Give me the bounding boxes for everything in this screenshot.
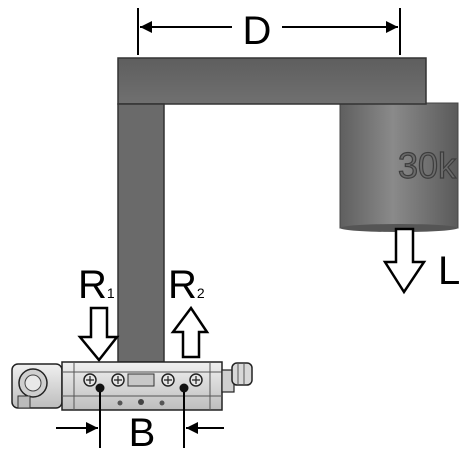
- dimension-d-arrowhead-left: [140, 21, 152, 33]
- dimension-b-arrowhead-right: [186, 422, 198, 434]
- weight: 30k: [339, 102, 459, 232]
- reaction-r2-label: R2: [168, 263, 205, 307]
- load-label: L: [438, 249, 460, 293]
- bearing-point-1: [95, 383, 105, 393]
- dimension-b: B: [56, 392, 224, 455]
- down-arrow-icon: [77, 306, 120, 362]
- screw-slot: [86, 376, 94, 384]
- up-arrow-icon: [170, 305, 210, 359]
- dimension-b-arrowhead-left: [86, 422, 98, 434]
- reaction-r1: R1: [77, 263, 120, 362]
- lower-hole: [117, 400, 123, 406]
- center-hole: [138, 399, 144, 405]
- dimension-d-label: D: [243, 9, 272, 53]
- reaction-r1-label: R1: [78, 263, 115, 307]
- reaction-r1-subscript: 1: [107, 285, 115, 301]
- bearing-point-2: [179, 383, 189, 393]
- arm-vertical: [117, 103, 165, 363]
- screw-slot: [114, 376, 122, 384]
- l-arm: [117, 57, 427, 363]
- reaction-r2: R2: [168, 263, 210, 359]
- weight-body: [339, 102, 459, 229]
- screw-slot: [164, 376, 172, 384]
- lower-hole: [159, 400, 165, 406]
- load-arrow: L: [382, 227, 460, 295]
- screw-slot: [192, 376, 200, 384]
- dimension-d-arrowhead-right: [386, 21, 398, 33]
- down-arrow-icon: [382, 227, 427, 295]
- slide-block: [11, 361, 253, 411]
- grease-nipple-inner: [24, 374, 42, 392]
- connector-plug: [231, 362, 253, 386]
- reaction-r2-subscript: 2: [197, 285, 205, 301]
- end-cap-foot: [17, 395, 31, 409]
- dimension-b-label: B: [129, 411, 156, 455]
- center-slot: [127, 373, 155, 387]
- dimension-d: D: [137, 8, 401, 55]
- weight-marking: 30k: [398, 145, 457, 186]
- arm-horizontal: [117, 57, 427, 105]
